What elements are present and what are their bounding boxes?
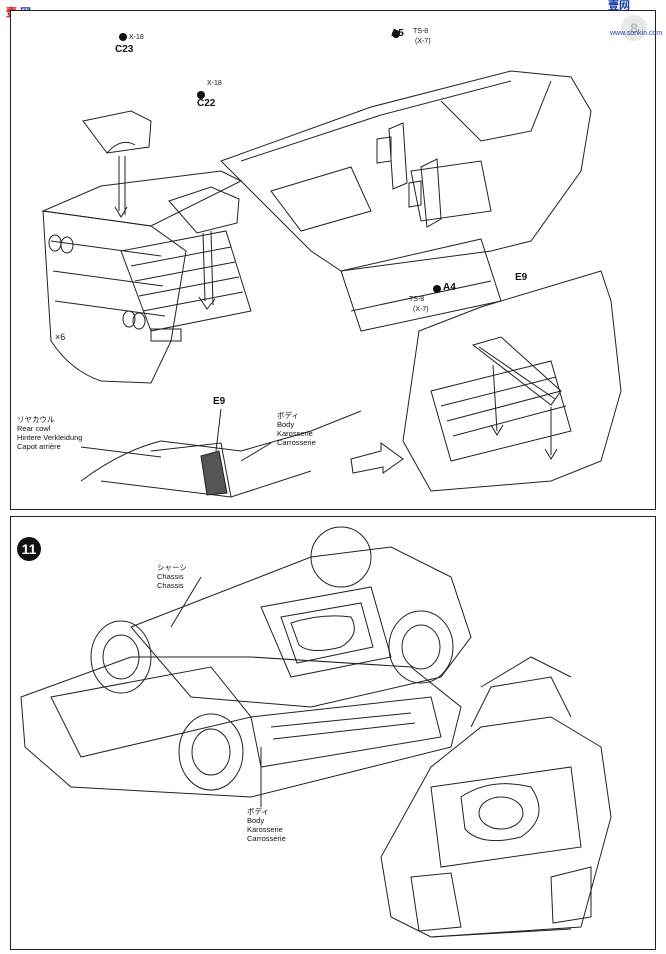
body-shape: [20, 656, 462, 798]
body-chassis-assembly-drawing: [20, 526, 612, 938]
rear-cowl-assembly-drawing: [41, 30, 622, 498]
part-label-a4: A4: [443, 282, 456, 293]
part-a5-shape: [388, 122, 408, 190]
rear-cowl-label-de: Hintere Verkleidung: [17, 433, 83, 442]
part-e9-shape: [471, 336, 562, 406]
a4-paint-code: TS-8: [409, 296, 425, 303]
direction-arrow: [350, 442, 404, 474]
body-label-bottom-de: Karosserie: [247, 825, 283, 834]
a5-paint-code-alt: (X-7): [415, 38, 431, 45]
a4-paint-code-alt: (X-7): [413, 306, 429, 313]
detail-view-curve: [80, 410, 362, 482]
c22-paint-code: X-18: [207, 80, 222, 87]
rear-cowl-label-en: Rear cowl: [17, 424, 51, 433]
part-label-e9-detail: E9: [213, 396, 226, 407]
quantity-mark: ×6: [55, 332, 66, 342]
wheel-rear-left: [310, 526, 372, 588]
part-label-c23: C23: [115, 44, 134, 55]
ghost-step-number: 8: [621, 15, 647, 41]
part-label-c22: C22: [197, 98, 216, 109]
wheel-rear-right: [388, 610, 454, 684]
body-label-jp: ボディ: [277, 411, 299, 420]
body-label-fr: Carrosserie: [277, 438, 316, 447]
c23-paint-code: X-18: [129, 34, 144, 41]
chassis-shape: [130, 546, 472, 708]
part-label-e9: E9: [515, 272, 528, 283]
assembly-step-body-chassis: 11 シャーシ Chassis Chassis ボディ Body Karosse…: [10, 516, 656, 950]
part-label-a5: A5: [391, 28, 404, 39]
rear-cowl-label-fr: Capot arrière: [17, 442, 61, 451]
body-label-de: Karosserie: [277, 429, 313, 438]
chassis-label-fr: Chassis: [157, 581, 184, 590]
wheel-front-right: [178, 713, 244, 791]
rear-cowl-shape: [42, 210, 187, 384]
chassis-label-jp: シャーシ: [157, 563, 187, 572]
part-c22-shape: [168, 186, 240, 234]
rear-cowl-label-jp: リヤカウル: [17, 415, 55, 424]
body-shell-shape: [220, 70, 592, 272]
watermark-right-logo: 壹网: [608, 0, 630, 12]
watermark-sub: www.sonkin.com: [610, 30, 663, 37]
engine-bay-view: [380, 716, 612, 938]
step-number: 11: [17, 537, 41, 561]
assembly-step-rear-cowl: 8 X-18 C23 X-18 C22 A5 TS-8 (X-7) A4 TS-…: [10, 10, 656, 510]
body-label-bottom-fr: Carrosserie: [247, 834, 286, 843]
wheel-front-left: [90, 620, 152, 694]
a5-paint-code: TS-8: [413, 28, 429, 35]
body-label-en: Body: [277, 420, 295, 429]
chassis-label-en: Chassis: [157, 572, 184, 581]
part-c23-shape: [82, 110, 152, 154]
body-label-bottom-jp: ボディ: [247, 807, 269, 816]
part-a4-shape: [420, 158, 442, 228]
body-label-bottom-en: Body: [247, 816, 265, 825]
